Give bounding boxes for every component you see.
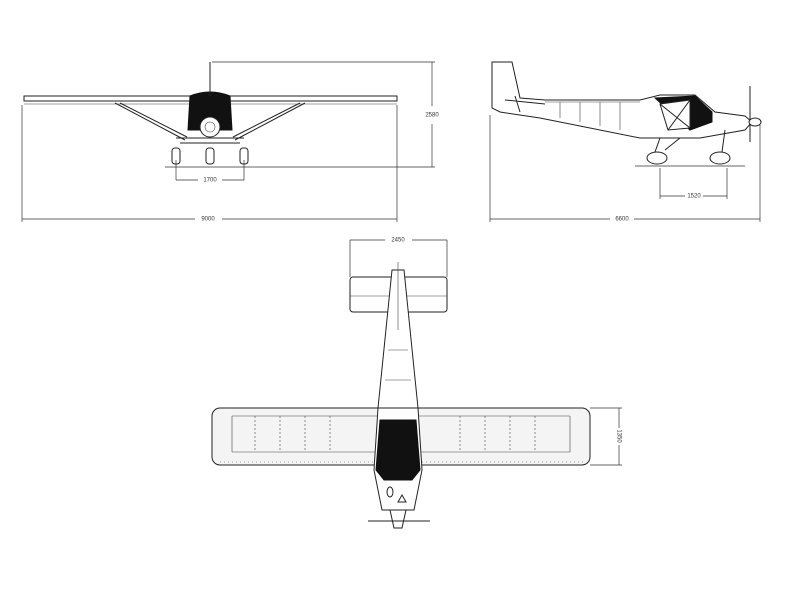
gear-track-label: 1700: [203, 178, 217, 184]
height-label: 2580: [425, 113, 439, 119]
wheelbase-label: 1520: [687, 194, 701, 200]
tail-span-label: 2450: [391, 238, 405, 244]
side-nose-wheel: [709, 151, 731, 165]
top-view: [211, 262, 591, 529]
front-engine: [199, 116, 221, 138]
side-spinner: [748, 117, 762, 127]
wing-chord-label: 1350: [615, 429, 621, 443]
side-view: [491, 61, 762, 167]
top-cockpit: [375, 419, 421, 481]
top-dimensions: 2450 1350: [349, 238, 622, 466]
side-fuselage: [491, 61, 753, 139]
front-cockpit: [187, 91, 233, 131]
front-dimensions: 1700 9000 2580: [21, 61, 439, 223]
span-label: 9000: [201, 217, 215, 223]
front-nose-wheel: [205, 147, 215, 165]
front-view: [23, 62, 398, 168]
side-main-wheel: [646, 151, 668, 165]
length-label: 6600: [615, 217, 629, 223]
side-dimensions: 1520 6600: [489, 115, 761, 223]
top-nose: [389, 509, 407, 529]
